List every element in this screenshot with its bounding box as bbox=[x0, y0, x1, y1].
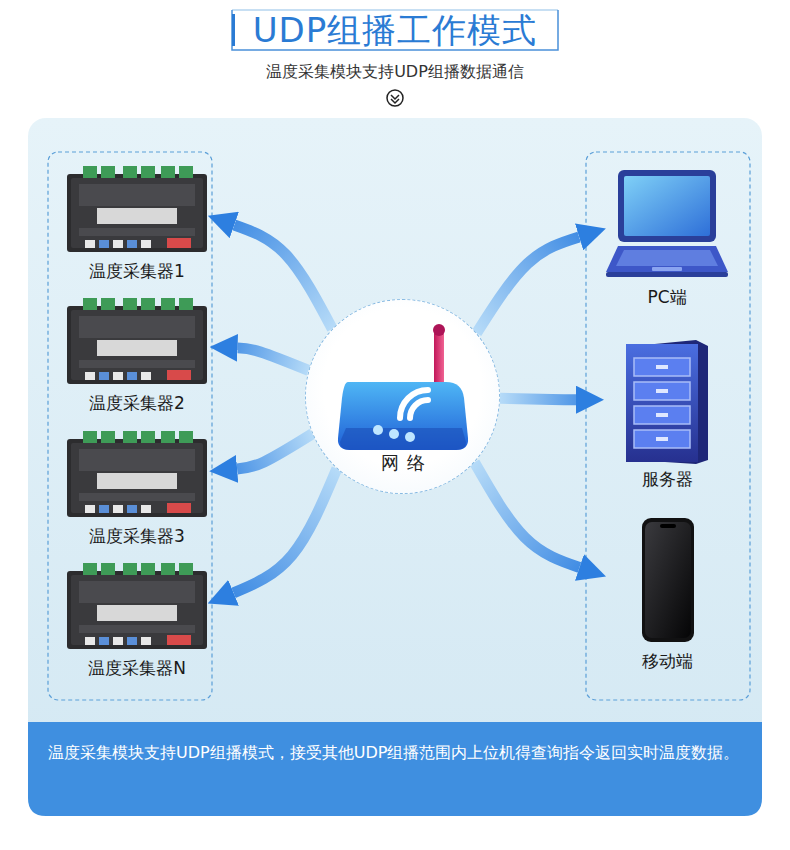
node-label: 移动端 bbox=[642, 651, 693, 671]
page-title: UDP组播工作模式 bbox=[253, 13, 538, 47]
broadcast-arrow bbox=[234, 469, 337, 593]
main-panel bbox=[28, 118, 762, 816]
chevron-icon bbox=[387, 90, 403, 106]
node-illustration bbox=[604, 336, 730, 464]
title-frame bbox=[232, 10, 558, 50]
broadcast-arrow bbox=[234, 225, 332, 329]
node-label: 网络 bbox=[373, 451, 433, 475]
title-wrap: UDP组播工作模式 bbox=[0, 8, 790, 52]
device-node: 温度采集器3 bbox=[64, 431, 210, 546]
node-illustration bbox=[67, 431, 207, 521]
broadcast-arrow bbox=[474, 462, 579, 567]
node-label: 服务器 bbox=[642, 469, 693, 489]
node-label: 温度采集器1 bbox=[89, 261, 185, 281]
node-label: 温度采集器N bbox=[88, 658, 186, 678]
node-illustration bbox=[67, 563, 207, 653]
broadcast-arrow bbox=[500, 398, 576, 399]
device-node: 温度采集器N bbox=[64, 563, 210, 678]
node-illustration bbox=[604, 166, 730, 282]
broadcast-arrow bbox=[477, 237, 580, 333]
node-illustration bbox=[67, 166, 207, 256]
broadcast-arrow bbox=[238, 348, 309, 371]
device-node: PC端 bbox=[604, 166, 730, 307]
node-label: PC端 bbox=[647, 287, 686, 307]
network-node: 网络 bbox=[305, 299, 500, 494]
caption: 温度采集模块支持UDP组播模式，接受其他UDP组播范围内上位机得查询指令返回实时… bbox=[48, 738, 742, 768]
node-illustration bbox=[604, 516, 730, 646]
caption-band bbox=[28, 722, 762, 816]
broadcast-arrow bbox=[237, 434, 312, 469]
device-group-outline bbox=[48, 152, 212, 700]
subtitle: 温度采集模块支持UDP组播数据通信 bbox=[266, 62, 524, 83]
client-group-outline bbox=[586, 152, 750, 700]
device-node: 温度采集器1 bbox=[64, 166, 210, 281]
device-node: 温度采集器2 bbox=[64, 298, 210, 413]
node-label: 温度采集器2 bbox=[89, 393, 185, 413]
node-illustration bbox=[67, 298, 207, 388]
label-wrap: 温度采集模块支持UDP组播数据通信 bbox=[0, 62, 790, 83]
device-node: 服务器 bbox=[604, 336, 730, 489]
caption-wrap: 温度采集模块支持UDP组播模式，接受其他UDP组播范围内上位机得查询指令返回实时… bbox=[28, 722, 762, 814]
device-node: 移动端 bbox=[604, 516, 730, 671]
node-label: 温度采集器3 bbox=[89, 526, 185, 546]
